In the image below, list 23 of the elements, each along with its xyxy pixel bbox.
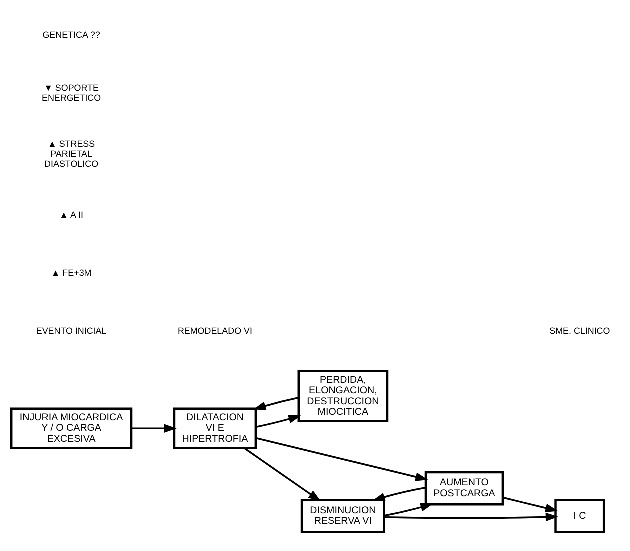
label: ▲ STRESS PARIETAL DIASTOLICO bbox=[44, 138, 99, 168]
arrow bbox=[384, 512, 558, 522]
arrow bbox=[256, 436, 428, 481]
node-box: AUMENTO POSTCARGA bbox=[424, 470, 504, 506]
node-box: PERDIDA, ELONGACION, DESTRUCCION MIOCITICA bbox=[298, 370, 389, 422]
node-box: I C bbox=[554, 498, 606, 534]
arrow bbox=[253, 396, 299, 410]
node-box: DILATACION VI E HIPERTROFIA bbox=[173, 407, 258, 449]
label: REMODELADO VI bbox=[178, 326, 252, 336]
arrow bbox=[244, 447, 322, 502]
label: SME. CLINICO bbox=[550, 326, 610, 336]
arrow bbox=[372, 486, 426, 502]
label: EVENTO INICIAL bbox=[36, 326, 107, 336]
label: ▲ FE+3M bbox=[51, 268, 92, 278]
node-box: INJURIA MIOCARDICA Y / O CARGA EXCESIVA bbox=[10, 407, 133, 449]
node-box: DISMINUCION RESERVA VI bbox=[300, 498, 386, 534]
arrow bbox=[503, 496, 558, 512]
label: ▲ A II bbox=[60, 209, 84, 220]
arrow bbox=[132, 424, 177, 432]
arrow bbox=[384, 502, 434, 516]
arrow bbox=[256, 414, 302, 428]
label: ▼ SOPORTE ENERGETICO bbox=[42, 82, 102, 103]
label: GENETICA ?? bbox=[42, 29, 100, 40]
